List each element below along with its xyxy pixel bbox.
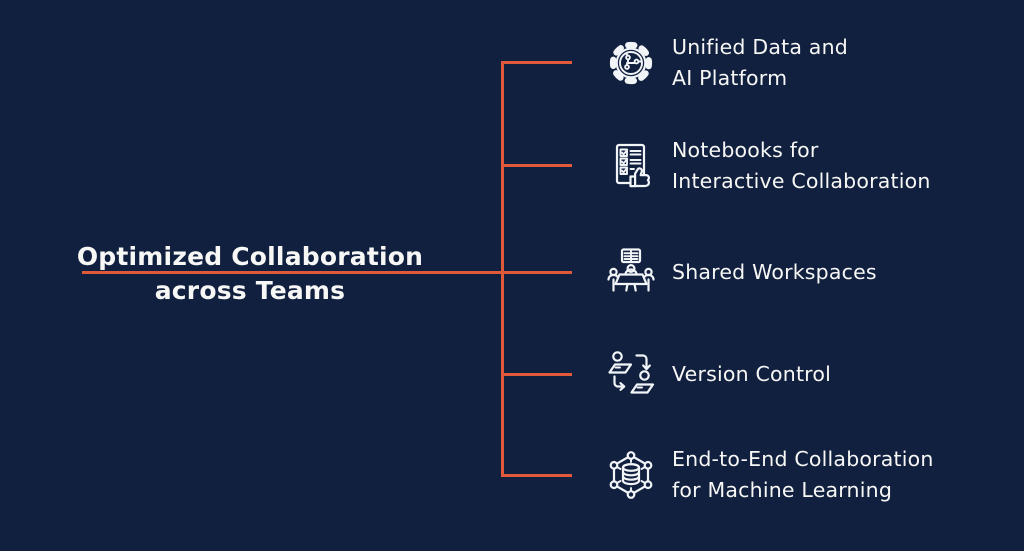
diagram-root-title-line2: across Teams xyxy=(154,276,346,305)
diagram-item-version-control: Version Control xyxy=(603,342,831,406)
connector-vertical-line xyxy=(501,61,504,477)
ai-platform-gear-icon xyxy=(603,35,659,91)
diagram-item-ml-collaboration: End-to-End Collaboration for Machine Lea… xyxy=(603,443,934,507)
item-label: End-to-End Collaboration for Machine Lea… xyxy=(672,447,934,502)
diagram-root-title-line1: Optimized Collaboration xyxy=(76,242,424,271)
item-label: Unified Data and AI Platform xyxy=(672,35,848,90)
diagram-root-title: Optimized Collaboration across Teams xyxy=(40,240,460,308)
connector-branch-5 xyxy=(501,474,572,477)
diagram-item-unified-data-ai-platform: Unified Data and AI Platform xyxy=(603,31,848,95)
shared-workspace-table-icon xyxy=(603,244,659,300)
item-label: Version Control xyxy=(672,361,832,386)
connector-main-horizontal-line xyxy=(82,271,572,274)
diagram-item-shared-workspaces: Shared Workspaces xyxy=(603,240,877,304)
item-label: Shared Workspaces xyxy=(672,259,877,284)
connector-branch-2 xyxy=(501,164,572,167)
connector-branch-1 xyxy=(501,61,572,64)
version-control-sync-icon xyxy=(603,346,659,402)
notebook-checklist-icon xyxy=(603,138,659,194)
connector-branch-4 xyxy=(501,373,572,376)
diagram-item-notebooks: Notebooks for Interactive Collaboration xyxy=(603,134,931,198)
ml-collaboration-network-icon xyxy=(603,447,659,503)
item-label: Notebooks for Interactive Collaboration xyxy=(672,138,931,193)
